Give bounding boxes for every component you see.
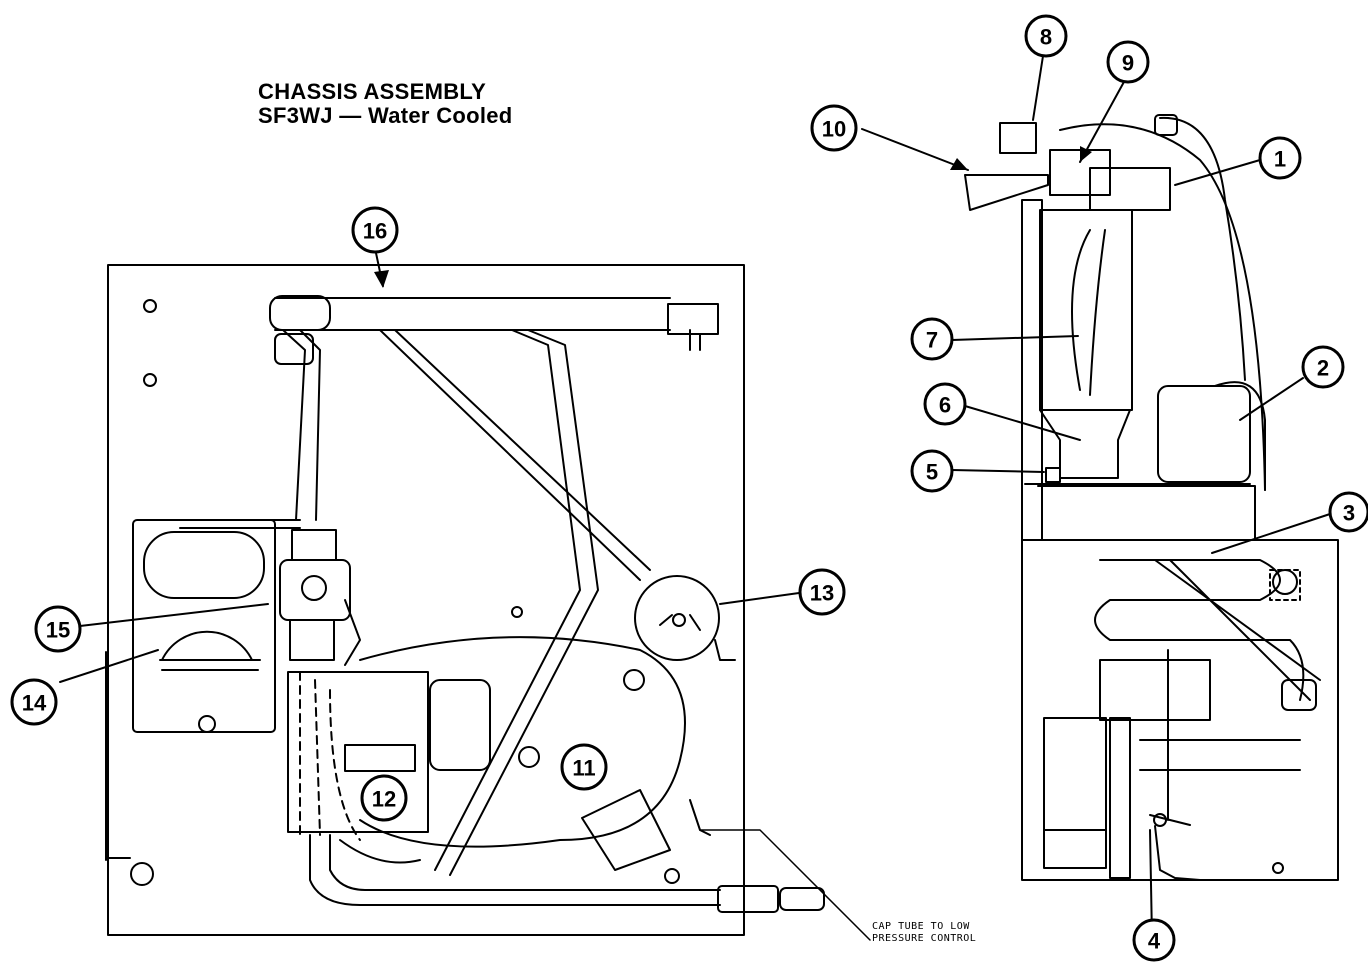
callout-6 [923, 382, 967, 426]
water-tubes-bottom [309, 834, 825, 913]
cap-tube-note: CAP TUBE TO LOW PRESSURE CONTROL [872, 921, 976, 945]
callout-10 [810, 104, 858, 152]
callout-label-15: 15 [46, 618, 70, 643]
compressor-11 [359, 636, 711, 884]
callout-label-5: 5 [926, 460, 938, 485]
tank-7 [1039, 209, 1133, 411]
top-controls [964, 114, 1266, 491]
callout-3 [1328, 491, 1368, 533]
callout-16 [351, 206, 399, 254]
callout-label-8: 8 [1040, 25, 1052, 50]
callout-label-2: 2 [1317, 356, 1329, 381]
callout-label-9: 9 [1122, 51, 1134, 76]
note-line-2: PRESSURE CONTROL [872, 933, 977, 944]
top-tube-assembly [269, 295, 719, 876]
leader-lines [59, 55, 1331, 939]
gauge-13 [634, 575, 736, 661]
callout-5 [910, 449, 954, 493]
diagram-title: CHASSIS ASSEMBLY SF3WJ — Water Cooled [258, 80, 513, 128]
callout-label-1: 1 [1274, 147, 1286, 172]
callout-label-4: 4 [1148, 929, 1161, 954]
motor-6 [1039, 409, 1131, 483]
valve-15 [279, 529, 361, 666]
callout-15 [34, 605, 82, 653]
callout-4 [1132, 918, 1176, 962]
control-box-12 [287, 671, 429, 841]
callout-7 [910, 317, 954, 361]
water-condenser-14 [132, 519, 301, 733]
callout-label-11: 11 [572, 756, 595, 781]
callout-label-13: 13 [810, 581, 834, 606]
note-line-1: CAP TUBE TO LOW [872, 921, 970, 932]
callout-12 [360, 774, 408, 822]
callout-14 [10, 678, 58, 726]
cap-tube-leader [699, 829, 871, 941]
chassis-side-right [1021, 199, 1339, 881]
compressor-side [1043, 649, 1301, 881]
unit-2 [1157, 381, 1266, 491]
callout-label-7: 7 [926, 328, 938, 353]
callout-label-10: 10 [822, 117, 846, 142]
chassis-plate-left [105, 264, 745, 936]
callout-label-16: 16 [363, 219, 387, 244]
callout-label-14: 14 [22, 691, 47, 716]
callout-label-12: 12 [372, 787, 396, 812]
title-line-2: SF3WJ — Water Cooled [258, 103, 513, 128]
callouts [10, 14, 1368, 962]
callout-9 [1106, 40, 1150, 84]
callout-label-6: 6 [939, 393, 951, 418]
callout-2 [1301, 345, 1345, 389]
arrowheads [374, 146, 1092, 288]
callout-11 [560, 743, 608, 791]
coil-lower [1094, 559, 1321, 721]
callout-8 [1024, 14, 1068, 58]
title-line-1: CHASSIS ASSEMBLY [258, 79, 487, 104]
callout-label-3: 3 [1343, 501, 1355, 526]
callout-13 [798, 568, 846, 616]
callout-1 [1258, 136, 1302, 180]
